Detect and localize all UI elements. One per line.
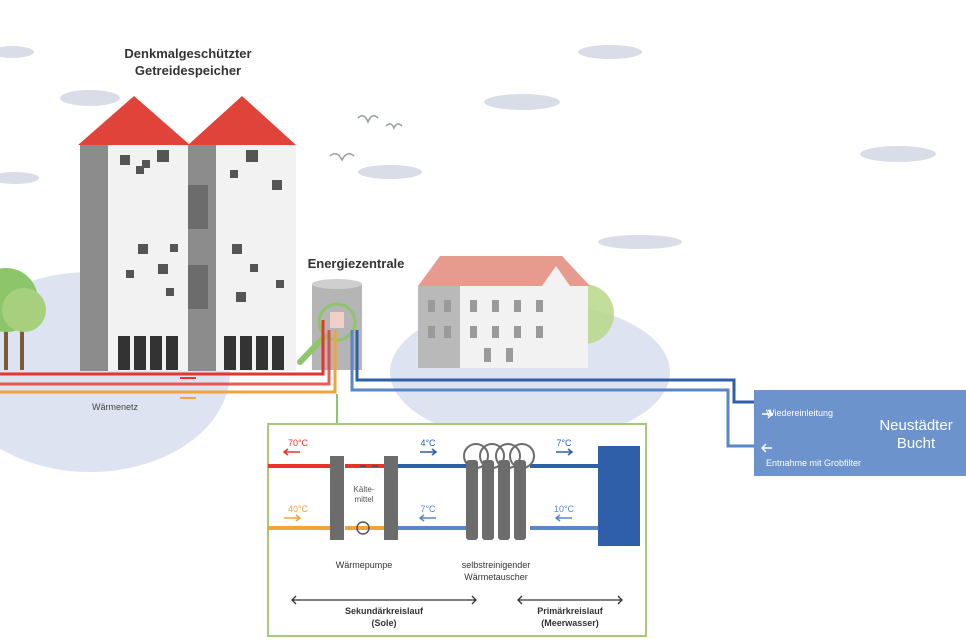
pipes <box>0 320 760 448</box>
cloud <box>484 94 560 110</box>
cloud <box>598 235 682 249</box>
primary-circuit-line1: Primärkreislauf <box>537 606 604 616</box>
magnifier-lens <box>317 302 357 342</box>
cloud <box>578 45 642 59</box>
magnifier-handle <box>297 333 328 365</box>
refrigerant-label-line1: Kälte- <box>354 485 375 494</box>
exchanger-label-line1: selbstreinigender <box>462 560 531 570</box>
cloud <box>860 146 936 162</box>
heat-network-label: Wärmenetz <box>92 402 139 412</box>
cloud <box>0 172 39 184</box>
cloud <box>358 165 422 179</box>
temp-7-upper: 7°C <box>556 438 572 448</box>
birds <box>329 114 403 162</box>
granary-title-line2: Getreidespeicher <box>135 63 241 78</box>
energy-center <box>297 279 362 370</box>
secondary-circuit-line2: (Sole) <box>371 618 396 628</box>
temp-70: 70°C <box>288 438 309 448</box>
compressor-icon <box>356 521 370 535</box>
temp-10: 10°C <box>554 504 575 514</box>
heat-exchanger <box>463 443 535 540</box>
refrigerant-label-line2: mittel <box>354 495 373 504</box>
bay-label-line2: Bucht <box>897 435 936 452</box>
reinjection-label: Wiedereinleitung <box>766 408 833 418</box>
secondary-circuit-line1: Sekundärkreislauf <box>345 606 424 616</box>
primary-circuit-line2: (Meerwasser) <box>541 618 599 628</box>
heat-pump-plate <box>384 456 398 540</box>
exchanger-label-line2: Wärmetauscher <box>464 572 528 582</box>
bay-label-line1: Neustädter <box>879 417 952 434</box>
energy-center-label: Energiezentrale <box>308 256 405 271</box>
detail-box <box>267 423 647 637</box>
cloud <box>60 90 120 106</box>
temp-7-lower: 7°C <box>420 504 436 514</box>
bay <box>754 390 966 476</box>
granary-building <box>78 96 296 371</box>
intake-label: Entnahme mit Grobfilter <box>766 458 861 468</box>
temp-40: 40°C <box>288 504 309 514</box>
cloud <box>0 46 34 58</box>
granary-title-line1: Denkmalgeschützter <box>124 46 251 61</box>
house <box>418 256 590 368</box>
heat-pump-plate <box>330 456 344 540</box>
heat-pump-label: Wärmepumpe <box>336 560 393 570</box>
temp-4: 4°C <box>420 438 436 448</box>
sea-water-reservoir <box>598 446 640 546</box>
